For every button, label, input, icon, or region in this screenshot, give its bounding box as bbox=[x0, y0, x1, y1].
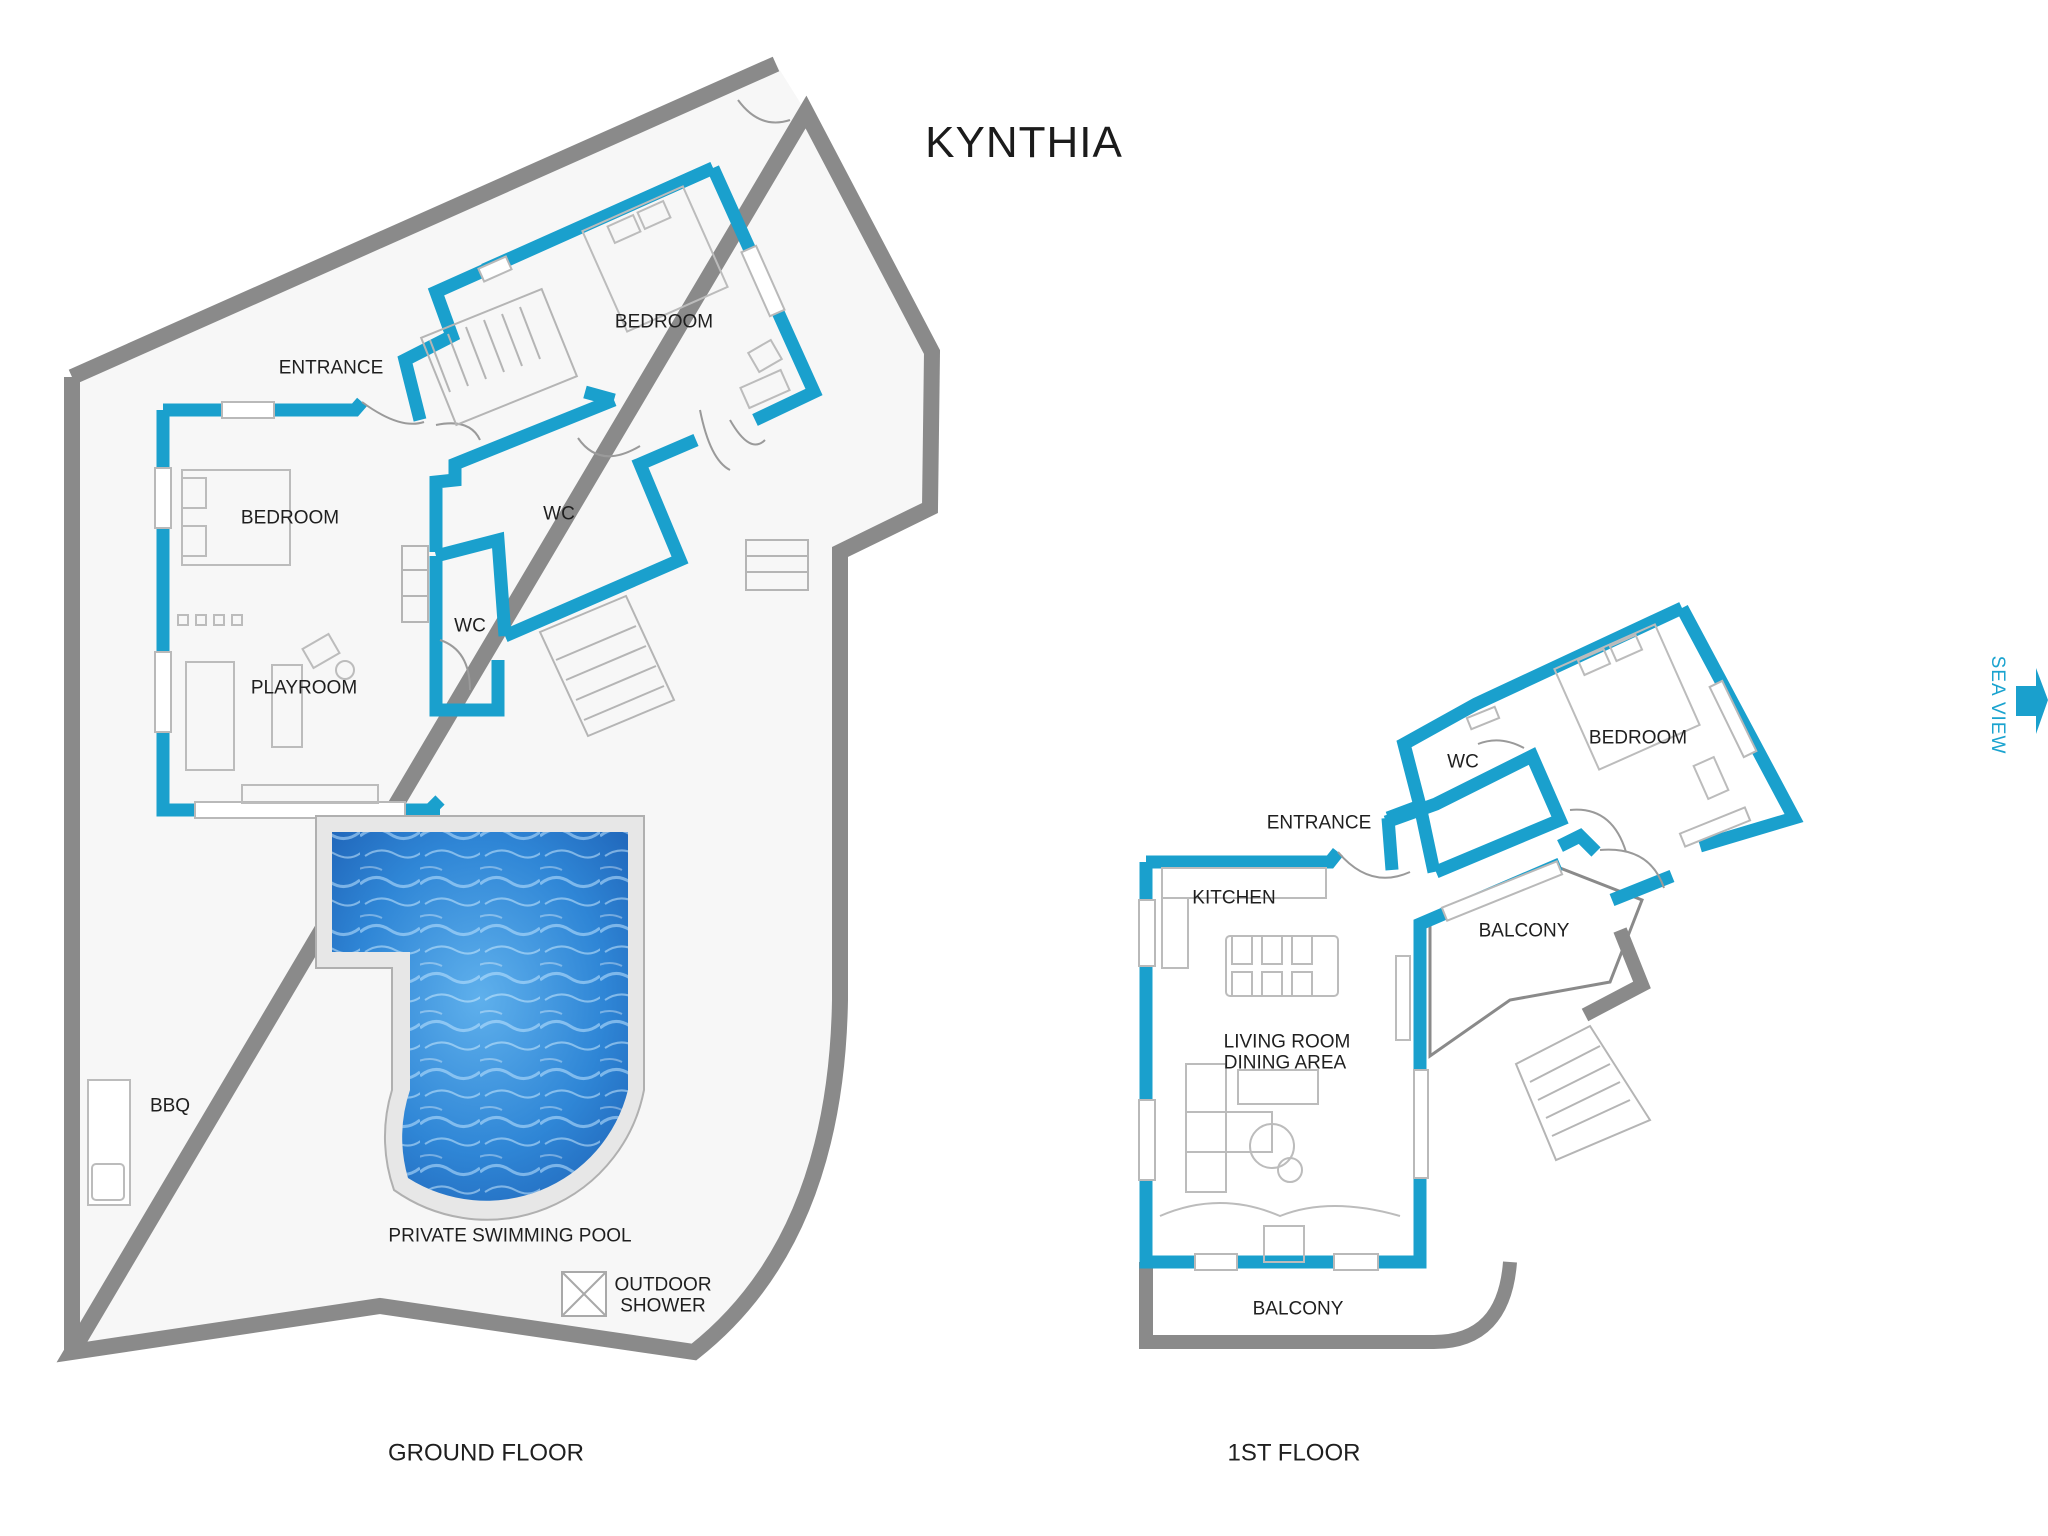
floor-label-ground: GROUND FLOOR bbox=[387, 1439, 585, 1467]
room-label-playroom: PLAYROOM bbox=[250, 677, 358, 699]
page-title: KYNTHIA bbox=[925, 118, 1123, 167]
first-floor-lower-balcony bbox=[1139, 1261, 1517, 1349]
private-swimming-pool bbox=[315, 815, 645, 1221]
room-label-shower-line2: SHOWER bbox=[620, 1295, 706, 1317]
room-label-bbq: BBQ bbox=[149, 1095, 191, 1117]
ground-floor-doors bbox=[361, 99, 791, 691]
room-label-bedroom-lower: BEDROOM bbox=[240, 507, 340, 529]
sea-view-label: SEA VIEW bbox=[1987, 655, 2008, 755]
ground-floor-exterior-wall bbox=[56, 56, 941, 1363]
first-floor-windows bbox=[1138, 679, 1758, 1271]
first-floor-external-stair bbox=[1514, 1024, 1652, 1162]
ground-floor-furniture bbox=[177, 185, 791, 804]
room-label-balcony-lower: BALCONY bbox=[1252, 1298, 1344, 1320]
room-label-pool: PRIVATE SWIMMING POOL bbox=[388, 1225, 632, 1247]
outdoor-shower-icon bbox=[561, 1271, 607, 1317]
ground-floor-staircase bbox=[401, 287, 809, 738]
room-label-living-line1: LIVING ROOM bbox=[1223, 1031, 1351, 1053]
room-label-bedroom-upper: BEDROOM bbox=[614, 311, 714, 333]
first-floor-furniture bbox=[1159, 623, 1730, 1263]
room-label-wc-small: WC bbox=[454, 615, 486, 637]
room-label-kitchen: KITCHEN bbox=[1192, 887, 1276, 909]
room-label-wc-first: WC bbox=[1447, 751, 1479, 773]
room-label-living-line2: DINING AREA bbox=[1223, 1052, 1347, 1074]
first-floor-plan bbox=[1138, 602, 1804, 1349]
room-label-wc-large: WC bbox=[543, 503, 575, 525]
floor-label-first: 1ST FLOOR bbox=[1227, 1439, 1361, 1467]
first-floor-upper-balcony bbox=[1428, 866, 1644, 1059]
room-label-entrance-ground: ENTRANCE bbox=[278, 357, 384, 379]
room-label-shower-line1: OUTDOOR bbox=[614, 1274, 712, 1296]
sea-view-arrow-icon bbox=[2016, 668, 2048, 734]
ground-floor-plan bbox=[56, 56, 941, 1363]
room-label-entrance-first: ENTRANCE bbox=[1266, 812, 1372, 834]
first-floor-doors bbox=[1337, 739, 1665, 889]
room-label-bedroom-first: BEDROOM bbox=[1588, 727, 1688, 749]
room-label-balcony-upper: BALCONY bbox=[1478, 920, 1570, 942]
bbq-counter-icon bbox=[87, 1079, 131, 1206]
